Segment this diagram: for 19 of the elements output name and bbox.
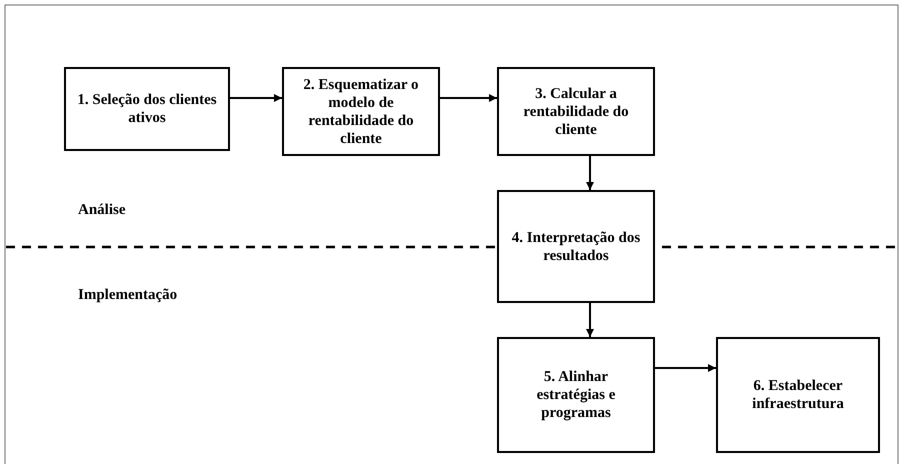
arrow: [655, 364, 716, 372]
step-text: 3. Calcular a rentabilidade do cliente: [522, 84, 630, 138]
process-box: [716, 337, 880, 453]
section-label: Análise: [78, 202, 126, 219]
step-text: 4. Interpretação dos resultados: [510, 228, 642, 264]
section-label: Implementação: [78, 287, 178, 304]
process-box: [497, 67, 655, 156]
process-box: [497, 337, 655, 453]
arrow: [586, 303, 594, 337]
step-text: 1. Seleção dos clientes ativos: [76, 91, 218, 127]
step-text: 5. Alinhar estratégias e programas: [536, 368, 616, 422]
process-box: [497, 190, 655, 303]
arrow: [230, 94, 282, 102]
arrow: [440, 94, 497, 102]
step-text: 2. Esquematizar o modelo de rentabilidade do cliente: [302, 76, 420, 148]
process-box: [282, 67, 440, 156]
step-text: 6. Estabelecer infraestrutura: [751, 377, 845, 413]
arrow: [586, 156, 594, 190]
process-box: [64, 67, 230, 151]
